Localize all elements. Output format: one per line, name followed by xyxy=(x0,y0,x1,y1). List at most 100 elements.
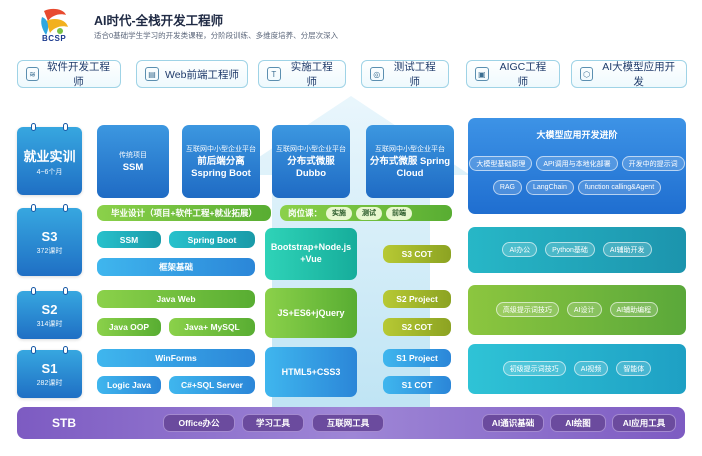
ai-panel-s1: 初级提示词技巧 AI视频 智能体 xyxy=(468,344,686,394)
page-title: AI时代-全栈开发工程师 xyxy=(94,14,224,28)
binder-ring xyxy=(63,287,68,295)
card-caption: 互联网中小型企业平台 xyxy=(276,146,346,154)
role-label: AI大模型应用开发 xyxy=(602,61,676,88)
role-label: Web前端工程师 xyxy=(165,68,239,81)
course-spring-boot: Spring Boot xyxy=(169,231,255,248)
arch-card-dubbo: 互联网中小型企业平台 分布式微服 Dubbo xyxy=(272,125,350,198)
page-subtitle: 适合0基础学生学习的开发类课程，分阶段训练、多维度培养、分层次深入 xyxy=(94,31,339,40)
card-caption: 互联网中小型企业平台 xyxy=(375,146,445,154)
course-ssm: SSM xyxy=(97,231,161,248)
binder-ring xyxy=(31,123,36,131)
ai-topic-chip: AI设计 xyxy=(566,302,602,317)
binder-ring xyxy=(31,204,36,212)
level-name: S2 xyxy=(41,301,58,317)
stb-item: Office办公 xyxy=(163,414,235,432)
logo-text: BCSP xyxy=(42,34,67,43)
wrench-icon: T xyxy=(267,67,281,81)
card-main: 前后端分离 Sspring Boot xyxy=(191,156,251,179)
stb-ai-item: AI绘图 xyxy=(550,414,606,432)
role-tab-implementation[interactable]: T 实施工程师 xyxy=(258,60,346,88)
post-label: 岗位课： xyxy=(288,208,323,218)
role-label: 软件开发工程师 xyxy=(46,61,110,88)
role-tab-software[interactable]: ≋ 软件开发工程师 xyxy=(17,60,121,88)
stb-ai-item: AI通识基础 xyxy=(482,414,544,432)
card-main: SSM xyxy=(122,161,144,173)
ai-topic-chip: 高级提示词技巧 xyxy=(495,302,559,317)
arch-card-spring-cloud: 互联网中小型企业平台 分布式微服 Spring Cloud xyxy=(366,125,454,198)
role-label: 测试工程师 xyxy=(393,61,436,88)
level-name: S3 xyxy=(41,228,58,244)
level-hours: 314课时 xyxy=(36,320,63,328)
level-hours: 282课时 xyxy=(36,379,63,387)
robot-icon: ▣ xyxy=(475,67,489,81)
logo-icon xyxy=(41,8,68,35)
level-duration: 4~6个月 xyxy=(36,168,63,176)
post-tag: 前端 xyxy=(386,206,413,220)
ai-topic-chip: AI视频 xyxy=(573,361,609,376)
s1-cot: S1 COT xyxy=(383,376,451,394)
binder-ring xyxy=(63,346,68,354)
stb-ai-item: AI应用工具 xyxy=(612,414,676,432)
role-tab-ai-model[interactable]: ⬡ AI大模型应用开发 xyxy=(571,60,687,88)
s2-project: S2 Project xyxy=(383,290,451,308)
arch-card-spring-boot: 互联网中小型企业平台 前后端分离 Sspring Boot xyxy=(182,125,260,198)
panel-title: 大模型应用开发进阶 xyxy=(536,130,618,140)
ai-topic-chip: API调用与本地化部署 xyxy=(536,156,618,171)
course-csharp-sql: C#+SQL Server xyxy=(169,376,255,394)
ai-topic-chip: RAG xyxy=(492,180,522,195)
traditional-project-card: 传统项目 SSM xyxy=(97,125,169,198)
course-logic-java: Logic Java xyxy=(97,376,161,394)
ai-topic-chip: function calling&Agent xyxy=(577,180,662,195)
ai-panel-s3: AI办公 Python基础 AI辅助开发 xyxy=(468,227,686,273)
course-java-web: Java Web xyxy=(97,290,255,308)
course-bootstrap-node-vue: Bootstrap+Node.js +Vue xyxy=(265,228,357,280)
binder-ring xyxy=(31,287,36,295)
role-tab-web-frontend[interactable]: ▤ Web前端工程师 xyxy=(136,60,248,88)
course-java-mysql: Java+ MySQL xyxy=(169,318,255,336)
role-tab-testing[interactable]: ◎ 测试工程师 xyxy=(361,60,449,88)
post-tag: 实施 xyxy=(326,206,353,220)
course-winforms: WinForms xyxy=(97,349,255,367)
level-s3: S3 372课时 xyxy=(17,204,82,276)
ai-topic-chip: AI辅助编程 xyxy=(609,302,659,317)
course-html5-css3: HTML5+CSS3 xyxy=(265,347,357,397)
ai-topic-chip: Python基础 xyxy=(545,242,595,257)
course-java-oop: Java OOP xyxy=(97,318,161,336)
level-job-training: 就业实训 4~6个月 xyxy=(17,123,82,195)
role-label: 实施工程师 xyxy=(290,61,333,88)
role-label: AIGC工程师 xyxy=(499,61,547,88)
post-tag: 测试 xyxy=(356,206,383,220)
course-js-es6-jquery: JS+ES6+jQuery xyxy=(265,288,357,338)
binder-ring xyxy=(63,123,68,131)
graduation-design: 毕业设计（项目+软件工程+就业拓展） xyxy=(97,205,271,221)
stb-item: 互联网工具 xyxy=(312,414,384,432)
role-tab-aigc[interactable]: ▣ AIGC工程师 xyxy=(466,60,560,88)
ai-topic-chip: 智能体 xyxy=(616,361,652,376)
binder-ring xyxy=(63,204,68,212)
s1-project: S1 Project xyxy=(383,349,451,367)
test-icon: ◎ xyxy=(370,67,384,81)
stb-item: 学习工具 xyxy=(242,414,304,432)
level-s2: S2 314课时 xyxy=(17,287,82,339)
ai-topic-chip: 开发中的提示词 xyxy=(621,156,685,171)
stb-label: STB xyxy=(52,416,76,430)
course-framework-basics: 框架基础 xyxy=(97,258,255,276)
ai-topic-chip: AI办公 xyxy=(502,242,538,257)
level-name: S1 xyxy=(41,360,58,376)
binder-ring xyxy=(31,346,36,354)
post-courses: 岗位课： 实施 测试 前端 xyxy=(280,205,452,221)
ai-big-model-panel: 大模型应用开发进阶 大模型基础原理 API调用与本地化部署 开发中的提示词 RA… xyxy=(468,118,686,214)
level-name: 就业实训 xyxy=(23,148,76,164)
card-main: 分布式微服 Dubbo xyxy=(287,156,335,179)
s2-cot: S2 COT xyxy=(383,318,451,336)
ai-topic-chip: LangChain xyxy=(526,180,574,195)
ai-panel-s2: 高级提示词技巧 AI设计 AI辅助编程 xyxy=(468,285,686,335)
layers-icon: ≋ xyxy=(26,67,39,81)
level-hours: 372课时 xyxy=(36,247,63,255)
ai-topic-chip: 初级提示词技巧 xyxy=(502,361,566,376)
s3-cot: S3 COT xyxy=(383,245,451,263)
cube-icon: ⬡ xyxy=(580,67,594,81)
card-main: 分布式微服 Spring Cloud xyxy=(369,156,451,179)
level-s1: S1 282课时 xyxy=(17,346,82,398)
ai-topic-chip: AI辅助开发 xyxy=(602,242,652,257)
